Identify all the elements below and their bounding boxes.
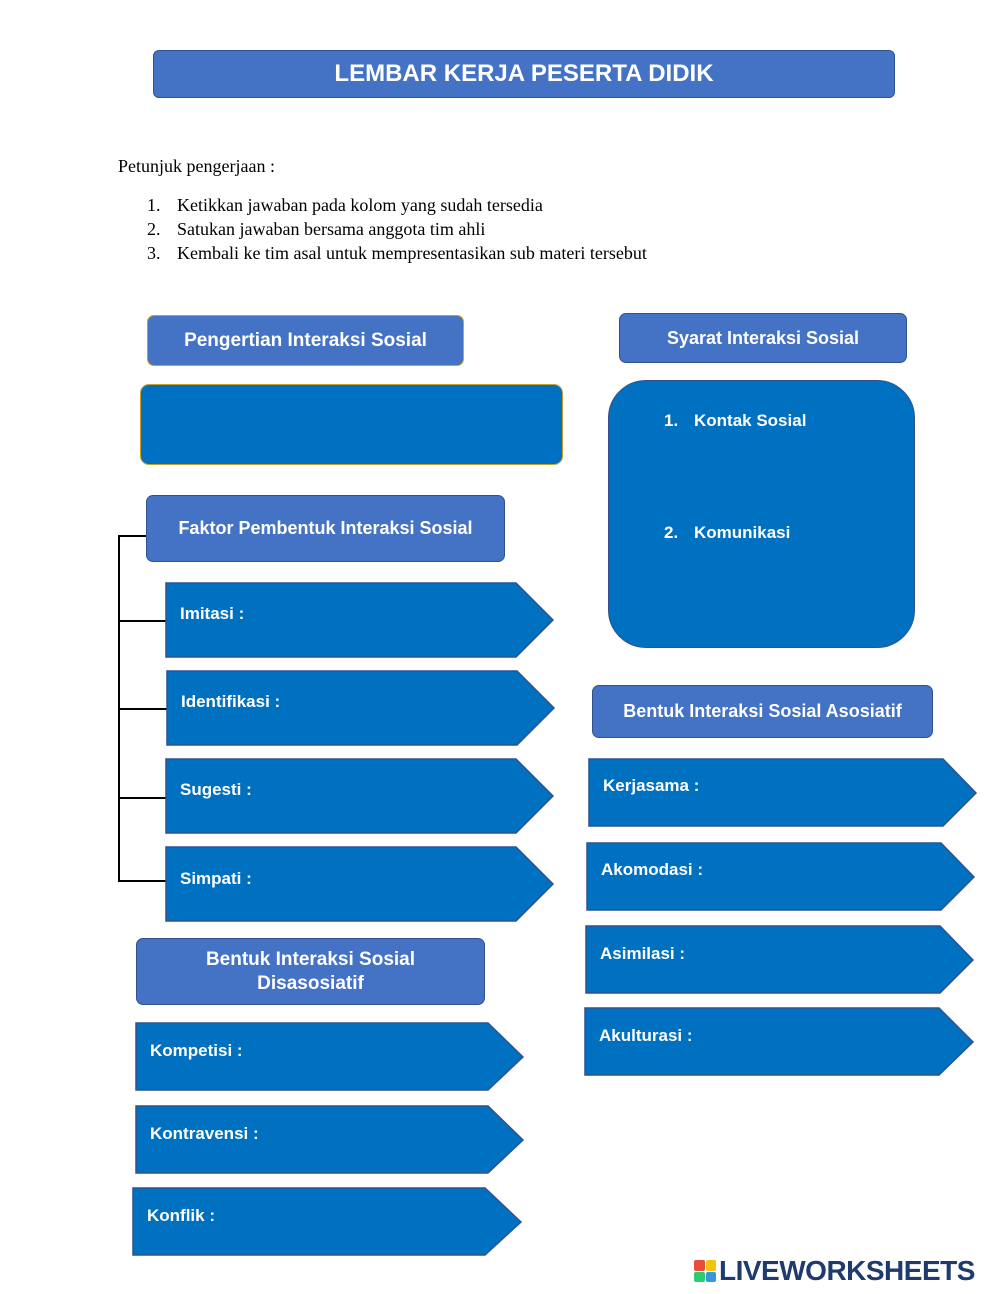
instructions-list: 1.Ketikkan jawaban pada kolom yang sudah… xyxy=(147,193,647,265)
tree-connector-line xyxy=(118,797,166,799)
akulturasi-label: Akulturasi : xyxy=(599,1026,693,1045)
akomodasi-answer-arrow[interactable] xyxy=(586,842,976,911)
imitasi-label: Imitasi : xyxy=(180,604,245,623)
asimilasi-answer-arrow[interactable] xyxy=(585,925,975,994)
pengertian-answer-box[interactable] xyxy=(140,384,563,465)
page-title: LEMBAR KERJA PESERTA DIDIK xyxy=(153,50,895,98)
asosiatif-heading: Bentuk Interaksi Sosial Asosiatif xyxy=(592,685,933,738)
instruction-item: 2.Satukan jawaban bersama anggota tim ah… xyxy=(147,219,486,239)
kontravensi-answer-arrow[interactable] xyxy=(135,1105,525,1174)
kompetisi-label: Kompetisi : xyxy=(150,1041,243,1060)
akomodasi-label: Akomodasi : xyxy=(601,860,704,879)
liveworksheets-logo-text: LIVEWORKSHEETS xyxy=(719,1255,975,1286)
tree-connector-line xyxy=(118,880,166,882)
instruction-item: 3.Kembali ke tim asal untuk mempresentas… xyxy=(147,243,647,263)
tree-connector-line xyxy=(118,535,146,537)
disasosiatif-heading: Bentuk Interaksi Sosial Disasosiatif xyxy=(136,938,485,1005)
faktor-heading: Faktor Pembentuk Interaksi Sosial xyxy=(146,495,505,562)
kerjasama-label: Kerjasama : xyxy=(603,776,700,795)
akulturasi-answer-arrow[interactable] xyxy=(584,1007,975,1076)
simpati-answer-arrow[interactable] xyxy=(165,846,555,922)
pengertian-heading: Pengertian Interaksi Sosial xyxy=(147,315,464,366)
liveworksheets-logo-icon xyxy=(694,1260,716,1282)
identifikasi-label: Identifikasi : xyxy=(181,692,281,711)
kerjasama-answer-arrow[interactable] xyxy=(588,758,978,827)
instructions-label: Petunjuk pengerjaan : xyxy=(118,156,275,176)
syarat-item: 2.Komunikasi xyxy=(664,523,791,542)
sugesti-answer-arrow[interactable] xyxy=(165,758,555,834)
syarat-box[interactable] xyxy=(608,380,915,648)
konflik-answer-arrow[interactable] xyxy=(132,1187,523,1256)
syarat-item: 1.Kontak Sosial xyxy=(664,411,807,430)
kontravensi-label: Kontravensi : xyxy=(150,1124,259,1143)
kompetisi-answer-arrow[interactable] xyxy=(135,1022,525,1091)
tree-connector-line xyxy=(118,708,168,710)
imitasi-answer-arrow[interactable] xyxy=(165,582,555,658)
identifikasi-answer-arrow[interactable] xyxy=(166,670,556,746)
instruction-item: 1.Ketikkan jawaban pada kolom yang sudah… xyxy=(147,195,543,215)
liveworksheets-logo[interactable]: LIVEWORKSHEETS xyxy=(694,1255,975,1287)
asimilasi-label: Asimilasi : xyxy=(600,944,686,963)
simpati-label: Simpati : xyxy=(180,869,252,888)
syarat-heading: Syarat Interaksi Sosial xyxy=(619,313,907,363)
tree-connector-line xyxy=(118,620,166,622)
sugesti-label: Sugesti : xyxy=(180,780,252,799)
konflik-label: Konflik : xyxy=(147,1206,215,1225)
